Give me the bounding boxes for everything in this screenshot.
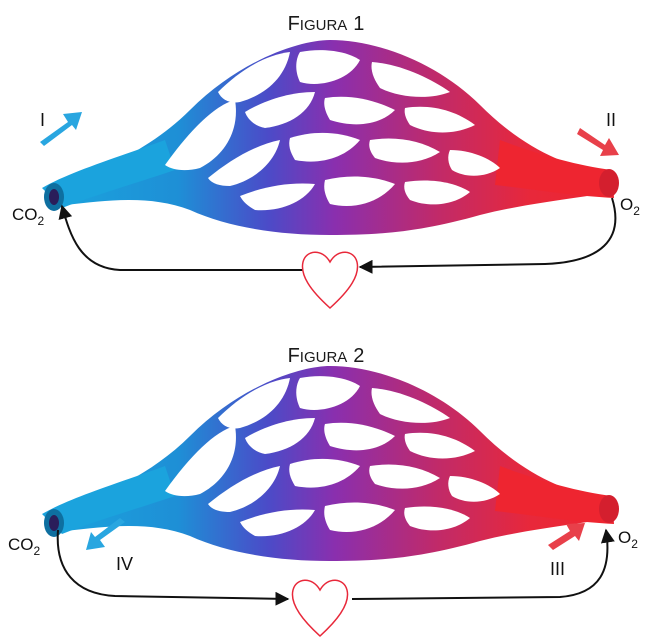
capillary-bed-1 bbox=[42, 40, 619, 235]
heart-icon bbox=[301, 251, 359, 310]
flow-line-right bbox=[358, 197, 617, 274]
flow-line-left-2 bbox=[56, 529, 290, 606]
marker-III: III bbox=[550, 559, 565, 579]
marker-II: II bbox=[606, 110, 616, 130]
flow-line-right-2 bbox=[351, 528, 615, 600]
red-arrow-icon bbox=[577, 128, 619, 156]
co2-label-2: CO2 bbox=[8, 535, 41, 558]
flow-line-left bbox=[58, 204, 303, 271]
o2-label-1: O2 bbox=[620, 195, 640, 218]
capillary-bed-2 bbox=[42, 366, 619, 561]
co2-label-1: CO2 bbox=[12, 205, 45, 228]
o2-label-2: O2 bbox=[618, 528, 638, 551]
marker-IV: IV bbox=[116, 554, 133, 574]
red-arrow-icon bbox=[548, 523, 585, 550]
blue-arrow-icon bbox=[86, 518, 125, 550]
heart-icon bbox=[291, 579, 349, 638]
marker-I: I bbox=[40, 110, 45, 130]
blue-arrow-icon bbox=[40, 112, 82, 146]
